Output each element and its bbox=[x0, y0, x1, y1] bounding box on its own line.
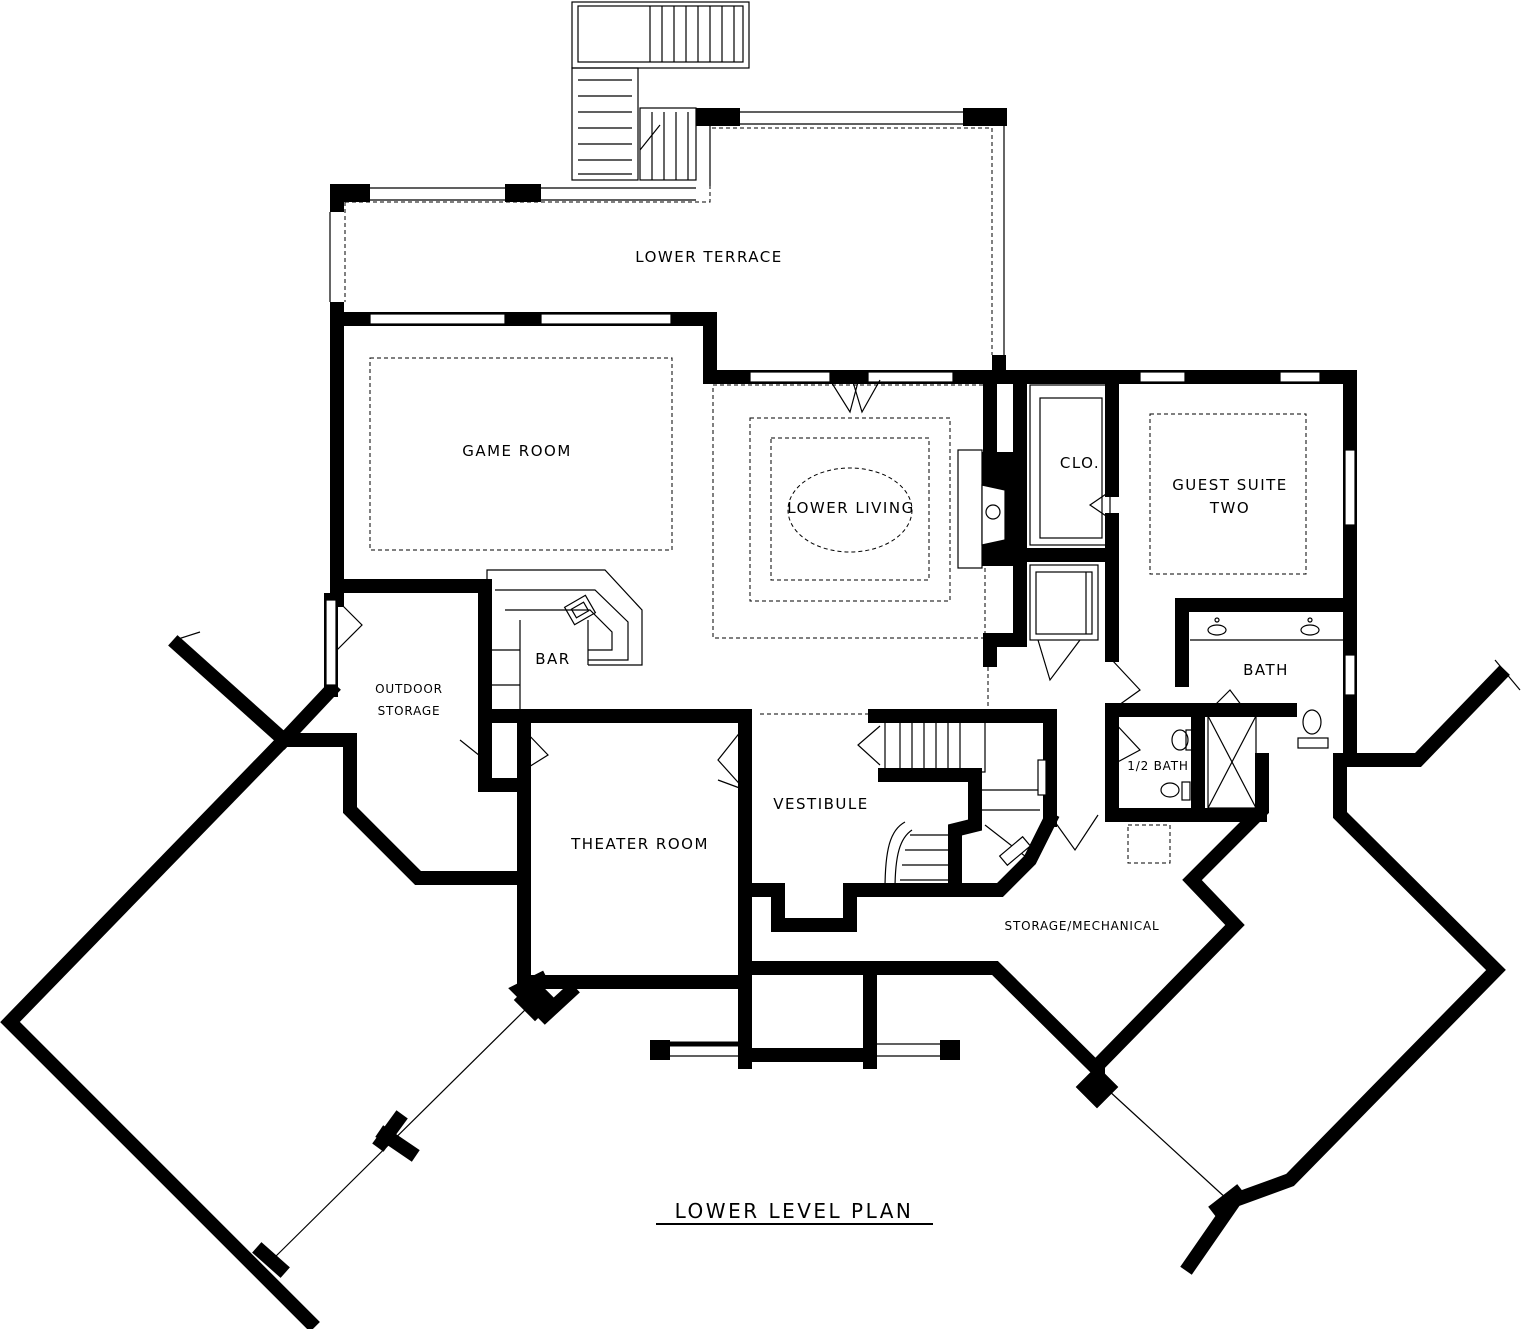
label-guest-suite-line2: TWO bbox=[1209, 499, 1250, 517]
bar-counter bbox=[486, 569, 643, 712]
interior-details bbox=[957, 384, 1111, 641]
walls bbox=[0, 312, 1510, 1329]
label-closet: CLO. bbox=[1060, 454, 1100, 472]
label-storage-mechanical: STORAGE/MECHANICAL bbox=[1005, 919, 1160, 933]
label-bath: BATH bbox=[1243, 661, 1289, 679]
lower-terrace bbox=[329, 108, 1007, 377]
ceiling-outlines bbox=[369, 357, 1307, 864]
label-vestibule: VESTIBULE bbox=[773, 795, 868, 813]
room-labels: LOWER TERRACE GAME ROOM LOWER LIVING CLO… bbox=[375, 248, 1289, 933]
label-guest-suite-line1: GUEST SUITE bbox=[1172, 476, 1288, 494]
label-half-bath: 1/2 BATH bbox=[1127, 759, 1188, 773]
label-lower-living: LOWER LIVING bbox=[787, 499, 914, 517]
exterior-stair bbox=[571, 1, 750, 181]
plan-title-text: LOWER LEVEL PLAN bbox=[675, 1199, 914, 1223]
plan-title: LOWER LEVEL PLAN bbox=[656, 1199, 933, 1225]
label-bar: BAR bbox=[535, 650, 570, 668]
label-outdoor-storage-line1: OUTDOOR bbox=[375, 682, 443, 696]
label-game-room: GAME ROOM bbox=[462, 442, 572, 460]
label-outdoor-storage-line2: STORAGE bbox=[378, 704, 441, 718]
label-theater-room: THEATER ROOM bbox=[570, 835, 709, 853]
bath-fixtures bbox=[1160, 617, 1345, 809]
doors bbox=[336, 379, 1246, 852]
label-lower-terrace: LOWER TERRACE bbox=[635, 248, 782, 266]
interior-stair bbox=[878, 715, 1047, 897]
garage-openings bbox=[174, 631, 1521, 1278]
windows bbox=[325, 313, 1356, 696]
